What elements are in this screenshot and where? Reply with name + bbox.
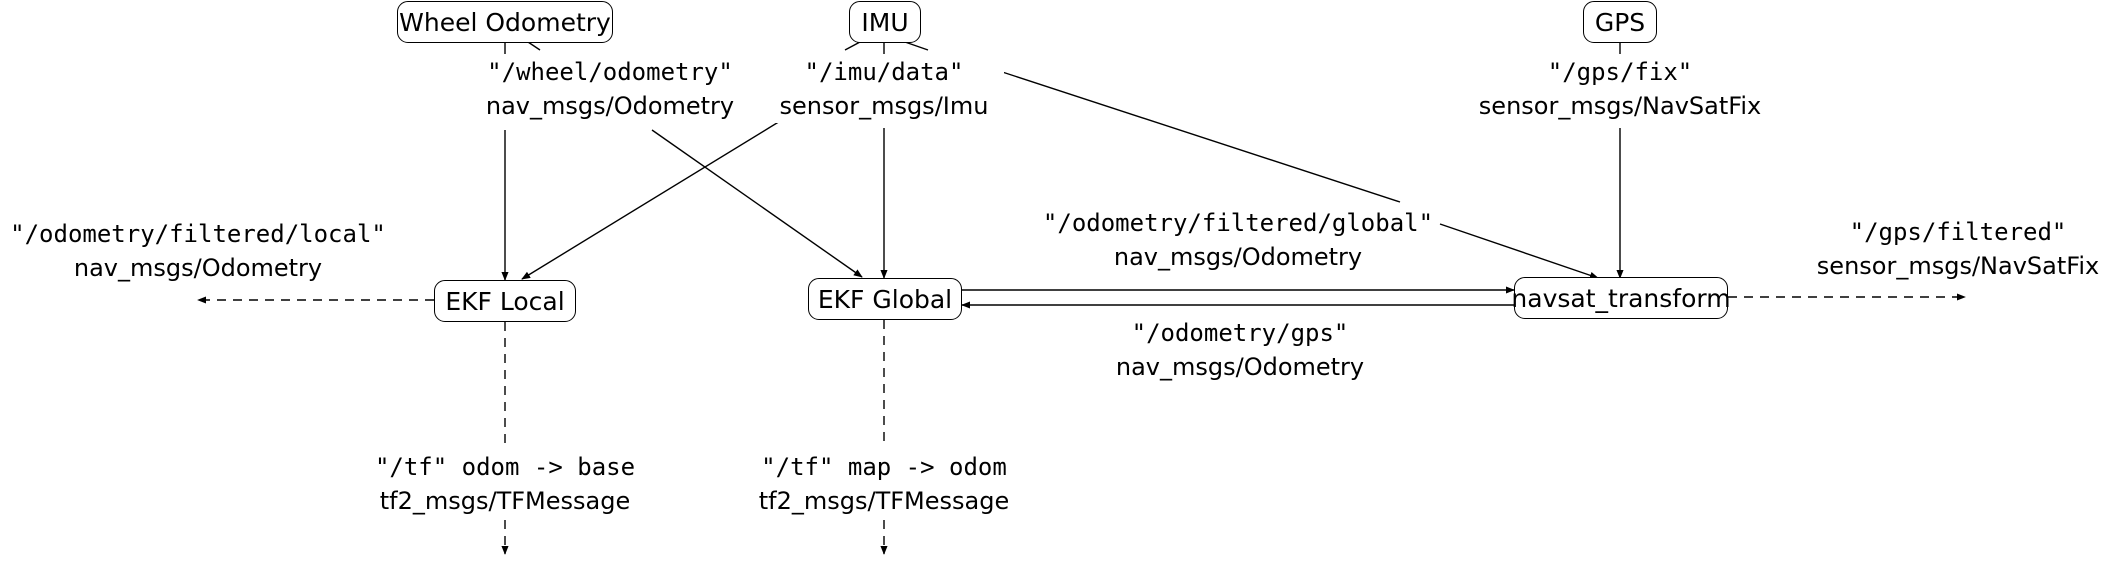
topic-label-gps-fix: "/gps/fix" sensor_msgs/NavSatFix bbox=[1470, 55, 1770, 123]
topic-type: nav_msgs/Odometry bbox=[1115, 353, 1365, 381]
topic-label-odometry-filtered-local: "/odometry/filtered/local" nav_msgs/Odom… bbox=[0, 217, 396, 285]
topic-label-odometry-gps: "/odometry/gps" nav_msgs/Odometry bbox=[1090, 316, 1390, 384]
navsat-transform-node: navsat_transform bbox=[1511, 277, 1731, 319]
topic-type: sensor_msgs/NavSatFix bbox=[1816, 252, 2100, 280]
topic-type: sensor_msgs/Imu bbox=[779, 92, 989, 120]
topic-name: "/odometry/gps" bbox=[1131, 319, 1349, 347]
wheel-odometry-node: Wheel Odometry bbox=[397, 1, 613, 43]
ekf-local-node: EKF Local bbox=[434, 280, 576, 322]
edge-imu-stub-1 bbox=[844, 41, 861, 51]
topic-type: nav_msgs/Odometry bbox=[485, 92, 735, 120]
topic-label-wheel-odometry: "/wheel/odometry" nav_msgs/Odometry bbox=[460, 55, 760, 123]
edge-wheel-stub-2 bbox=[527, 41, 541, 51]
ekf-global-node: EKF Global bbox=[808, 278, 962, 320]
topic-label-tf-local: "/tf" odom -> base tf2_msgs/TFMessage bbox=[355, 450, 655, 518]
topic-label-gps-filtered: "/gps/filtered" sensor_msgs/NavSatFix bbox=[1808, 215, 2108, 283]
edge-wheel-to-ekf-global bbox=[651, 129, 863, 278]
topic-label-odometry-filtered-global: "/odometry/filtered/global" nav_msgs/Odo… bbox=[1038, 206, 1438, 274]
topic-name: "/odometry/filtered/local" bbox=[10, 220, 386, 248]
imu-node: IMU bbox=[849, 1, 921, 43]
topic-name: "/tf" map -> odom bbox=[761, 453, 1007, 481]
topic-name: "/gps/fix" bbox=[1547, 58, 1693, 86]
edge-imu-to-navsat-a bbox=[989, 67, 1401, 203]
topic-type: sensor_msgs/NavSatFix bbox=[1478, 92, 1762, 120]
topic-type: tf2_msgs/TFMessage bbox=[379, 487, 631, 515]
topic-name: "/wheel/odometry" bbox=[487, 58, 733, 86]
topic-name: "/gps/filtered" bbox=[1849, 218, 2067, 246]
topic-type: nav_msgs/Odometry bbox=[73, 254, 323, 282]
edge-imu-to-navsat-b bbox=[1439, 223, 1599, 279]
edge-imu-stub-3 bbox=[904, 41, 929, 51]
topic-label-tf-global: "/tf" map -> odom tf2_msgs/TFMessage bbox=[734, 450, 1034, 518]
topic-name: "/imu/data" bbox=[804, 58, 964, 86]
topic-type: nav_msgs/Odometry bbox=[1113, 243, 1363, 271]
gps-node: GPS bbox=[1583, 1, 1657, 43]
topic-type: tf2_msgs/TFMessage bbox=[758, 487, 1010, 515]
topic-name: "/tf" odom -> base bbox=[374, 453, 636, 481]
edge-imu-to-ekf-local bbox=[521, 114, 791, 280]
topic-label-imu-data: "/imu/data" sensor_msgs/Imu bbox=[764, 55, 1004, 123]
topic-name: "/odometry/filtered/global" bbox=[1042, 209, 1434, 237]
